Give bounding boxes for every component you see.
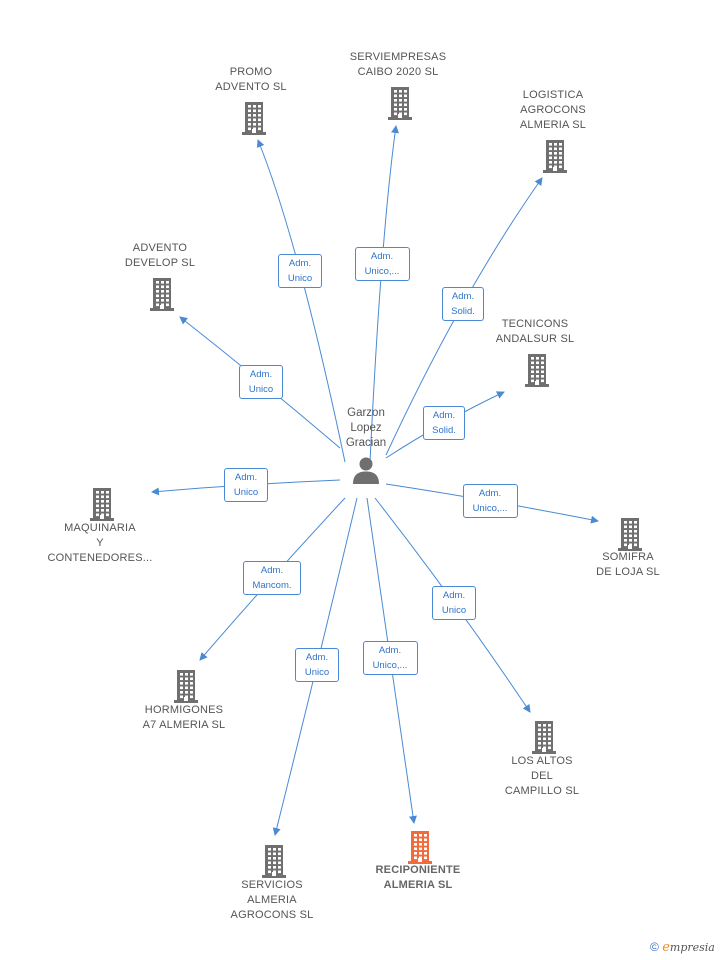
company-icon-reciponiente-almeria[interactable] xyxy=(405,830,435,864)
company-icon-promo-advento[interactable] xyxy=(239,101,269,135)
company-node-advento-develop[interactable]: ADVENTO DEVELOP SL xyxy=(90,241,230,271)
company-node-reciponiente-almeria[interactable]: RECIPONIENTE ALMERIA SL xyxy=(348,863,488,893)
company-icon-servicios-almeria-agrocons[interactable] xyxy=(259,844,289,878)
building-icon xyxy=(262,845,286,878)
role-badge-advento-develop[interactable]: Adm. Unico xyxy=(239,365,283,399)
company-node-promo-advento[interactable]: PROMO ADVENTO SL xyxy=(181,65,321,95)
building-icon xyxy=(543,140,567,173)
role-badge-promo-advento[interactable]: Adm. Unico xyxy=(278,254,322,288)
brand-logo: empresia xyxy=(662,940,715,955)
company-node-tecnicons-andalsur[interactable]: TECNICONS ANDALSUR SL xyxy=(465,317,605,347)
building-icon xyxy=(618,518,642,551)
person-icon xyxy=(353,457,379,484)
company-name: TECNICONS ANDALSUR SL xyxy=(495,318,575,345)
company-icon-logistica-agrocons[interactable] xyxy=(540,139,570,173)
role-badge-reciponiente-almeria[interactable]: Adm. Unico,... xyxy=(362,641,418,675)
role-badge-tecnicons-andalsur[interactable]: Adm. Solid. xyxy=(423,406,465,440)
building-icon xyxy=(174,670,198,703)
building-icon xyxy=(388,87,412,120)
person-name: Garzon Lopez Gracian xyxy=(345,407,387,449)
building-icon xyxy=(242,102,266,135)
company-icon-somifra-loja[interactable] xyxy=(615,517,645,551)
company-node-maquinaria-contenedores[interactable]: MAQUINARIA Y CONTENEDORES... xyxy=(30,521,170,566)
role-badge-los-altos-campillo[interactable]: Adm. Unico xyxy=(432,586,476,620)
company-name: LOGISTICA AGROCONS ALMERIA SL xyxy=(519,89,587,131)
company-node-serviempresas-caibo[interactable]: SERVIEMPRESAS CAIBO 2020 SL xyxy=(328,50,468,80)
company-icon-hormigones-a7[interactable] xyxy=(171,669,201,703)
company-icon-los-altos-campillo[interactable] xyxy=(529,720,559,754)
company-icon-serviempresas-caibo[interactable] xyxy=(385,86,415,120)
building-icon xyxy=(525,354,549,387)
person-node[interactable]: Garzon Lopez Gracian xyxy=(326,406,406,485)
company-icon-tecnicons-andalsur[interactable] xyxy=(522,353,552,387)
company-node-hormigones-a7[interactable]: HORMIGONES A7 ALMERIA SL xyxy=(114,703,254,733)
company-icon-maquinaria-contenedores[interactable] xyxy=(87,487,117,521)
company-node-logistica-agrocons[interactable]: LOGISTICA AGROCONS ALMERIA SL xyxy=(483,88,623,133)
company-name: HORMIGONES A7 ALMERIA SL xyxy=(142,704,226,731)
copyright-symbol: © xyxy=(650,940,659,954)
footer-brand: © empresia xyxy=(650,940,715,955)
company-name: SERVIEMPRESAS CAIBO 2020 SL xyxy=(349,51,447,78)
building-icon xyxy=(150,278,174,311)
company-name: SERVICIOS ALMERIA AGROCONS SL xyxy=(230,879,314,921)
company-name: MAQUINARIA Y CONTENEDORES... xyxy=(47,522,153,564)
company-name: LOS ALTOS DEL CAMPILLO SL xyxy=(504,755,580,797)
building-icon xyxy=(532,721,556,754)
company-node-servicios-almeria-agrocons[interactable]: SERVICIOS ALMERIA AGROCONS SL xyxy=(202,878,342,923)
building-icon xyxy=(408,831,432,864)
building-icon xyxy=(90,488,114,521)
company-node-somifra-loja[interactable]: SOMIFRA DE LOJA SL xyxy=(558,550,698,580)
company-node-los-altos-campillo[interactable]: LOS ALTOS DEL CAMPILLO SL xyxy=(472,754,612,799)
role-badge-hormigones-a7[interactable]: Adm. Mancom. xyxy=(243,561,301,595)
role-badge-serviempresas-caibo[interactable]: Adm. Unico,... xyxy=(354,247,410,281)
company-name: ADVENTO DEVELOP SL xyxy=(124,242,196,269)
role-badge-somifra-loja[interactable]: Adm. Unico,... xyxy=(462,484,518,518)
company-icon-advento-develop[interactable] xyxy=(147,277,177,311)
role-badge-servicios-almeria-agrocons[interactable]: Adm. Unico xyxy=(295,648,339,682)
company-name: PROMO ADVENTO SL xyxy=(215,66,287,93)
company-name: SOMIFRA DE LOJA SL xyxy=(596,551,660,578)
role-badge-maquinaria-contenedores[interactable]: Adm. Unico xyxy=(224,468,268,502)
company-name: RECIPONIENTE ALMERIA SL xyxy=(375,864,461,891)
role-badge-logistica-agrocons[interactable]: Adm. Solid. xyxy=(442,287,484,321)
